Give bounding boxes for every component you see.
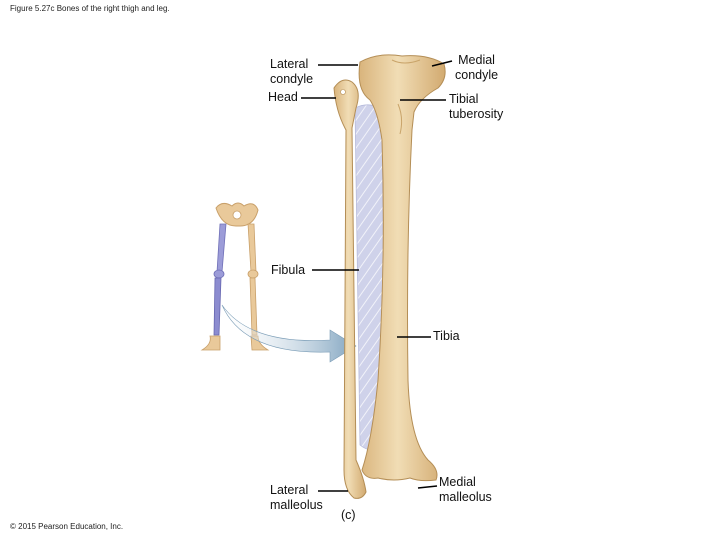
leader-medial-condyle	[431, 60, 453, 67]
label-lateral-condyle: Lateral condyle	[270, 57, 313, 87]
label-medial-malleolus-line2: malleolus	[439, 490, 492, 504]
label-tibia: Tibia	[433, 329, 460, 343]
figure-caption: Figure 5.27c Bones of the right thigh an…	[10, 4, 170, 13]
label-head: Head	[268, 90, 298, 104]
label-tibial-tuberosity-line1: Tibial	[449, 92, 479, 106]
label-fibula: Fibula	[271, 263, 306, 277]
label-medial-condyle-line1: Medial	[458, 53, 495, 67]
label-medial-malleolus: Medial malleolus	[439, 475, 492, 505]
part-label: (c)	[341, 508, 356, 522]
tibia-bone	[358, 54, 446, 482]
label-lateral-malleolus: Lateral malleolus	[270, 483, 323, 513]
fibula-bone	[333, 79, 367, 499]
label-lateral-malleolus-line2: malleolus	[270, 498, 323, 512]
label-lateral-condyle-line2: condyle	[270, 72, 314, 86]
leader-lines	[301, 60, 453, 492]
skeleton-thumbnail	[200, 202, 270, 351]
label-tibial-tuberosity: Tibial tuberosity	[449, 92, 503, 122]
label-tibial-tuberosity-line2: tuberosity	[449, 107, 504, 121]
label-lateral-malleolus-line1: Lateral	[270, 483, 309, 497]
label-medial-condyle: Medial condyle	[455, 53, 498, 83]
copyright-notice: © 2015 Pearson Education, Inc.	[10, 522, 124, 531]
label-medial-condyle-line2: condyle	[455, 68, 499, 82]
label-medial-malleolus-line1: Medial	[439, 475, 476, 489]
label-lateral-condyle-line1: Lateral	[270, 57, 309, 71]
arrow-icon	[221, 304, 357, 363]
leader-medial-malleolus	[417, 485, 438, 489]
